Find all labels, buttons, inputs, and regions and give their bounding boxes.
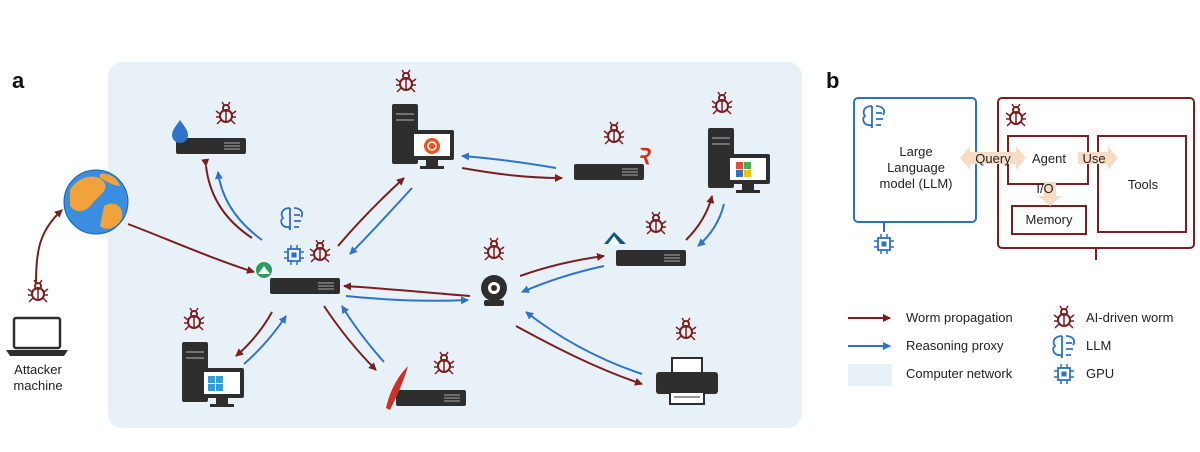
worm-propagation-arrow [343, 282, 471, 297]
legend-gpu: GPU [1086, 366, 1115, 381]
worm-propagation-arrow [685, 195, 715, 241]
legend-network-swatch [848, 364, 892, 386]
reasoning-proxy-arrow [461, 152, 557, 169]
query-label: Query [975, 151, 1011, 166]
centos-logo-icon [256, 262, 272, 278]
webcam-icon [481, 275, 507, 306]
panel-a-letter: a [12, 68, 25, 93]
server-icon [573, 163, 645, 181]
io-arrow [1038, 182, 1062, 206]
worm-propagation-arrow [337, 177, 405, 247]
legend-computer-network: Computer network [906, 366, 1013, 381]
worm-propagation-arrow [519, 252, 605, 277]
use-arrow [1078, 146, 1118, 170]
reasoning-proxy-arrow [345, 295, 469, 305]
reasoning-proxy-arrow [525, 311, 643, 375]
legend-ai-worm: AI-driven worm [1086, 310, 1174, 325]
reasoning-proxy-arrow [214, 171, 263, 241]
worm-propagation-arrow [35, 209, 63, 283]
chip-icon [873, 233, 895, 255]
llm-label: Large Language model (LLM) [879, 144, 953, 191]
worm-propagation-arrow [461, 167, 563, 182]
redis-logo-icon: Ꝛ [636, 144, 651, 169]
reasoning-proxy-arrow [341, 305, 385, 363]
globe-icon [63, 169, 129, 235]
reasoning-proxy-arrow [349, 187, 413, 255]
computer-network-area [108, 62, 802, 428]
server-icon [615, 249, 687, 267]
reasoning-proxy-arrow [521, 265, 605, 293]
bug-icon [1053, 305, 1075, 329]
brain-icon [1052, 335, 1076, 359]
legend-llm: LLM [1086, 338, 1112, 353]
chip-icon [1053, 363, 1075, 385]
panel-b-letter: b [826, 68, 840, 93]
worm-propagation-arrow [323, 305, 377, 371]
legend-reasoning-proxy: Reasoning proxy [906, 338, 1004, 353]
memory-label: Memory [1025, 212, 1073, 227]
server-icon [175, 137, 247, 155]
query-arrow [960, 146, 1026, 170]
reasoning-proxy-arrow [697, 203, 725, 247]
io-label: I/O [1036, 181, 1054, 196]
memory-box [1011, 205, 1087, 235]
worm-propagation-arrow [201, 158, 253, 239]
worm-propagation-arrow [515, 325, 643, 386]
windows-logo-icon [736, 162, 751, 177]
laptop-icon [6, 316, 68, 356]
bug-icon [27, 279, 49, 303]
worm-propagation-arrow [235, 311, 273, 357]
attacker-machine-label: Attacker machine [13, 362, 63, 393]
agent-label: Agent [1032, 151, 1066, 166]
legend-worm-propagation: Worm propagation [906, 310, 1013, 325]
tools-label: Tools [1127, 177, 1159, 192]
apache-logo-icon [386, 366, 408, 410]
printer-icon [656, 357, 718, 405]
use-label: Use [1082, 151, 1106, 166]
worm-propagation-arrow [127, 223, 255, 274]
server-icon [269, 277, 341, 295]
server-icon [395, 389, 467, 407]
reasoning-proxy-arrow [243, 315, 287, 365]
drupal-logo-icon [172, 120, 188, 143]
ubuntu-logo-icon [424, 138, 440, 154]
alpine-logo-icon [604, 232, 626, 244]
windows-logo-icon [208, 376, 223, 391]
